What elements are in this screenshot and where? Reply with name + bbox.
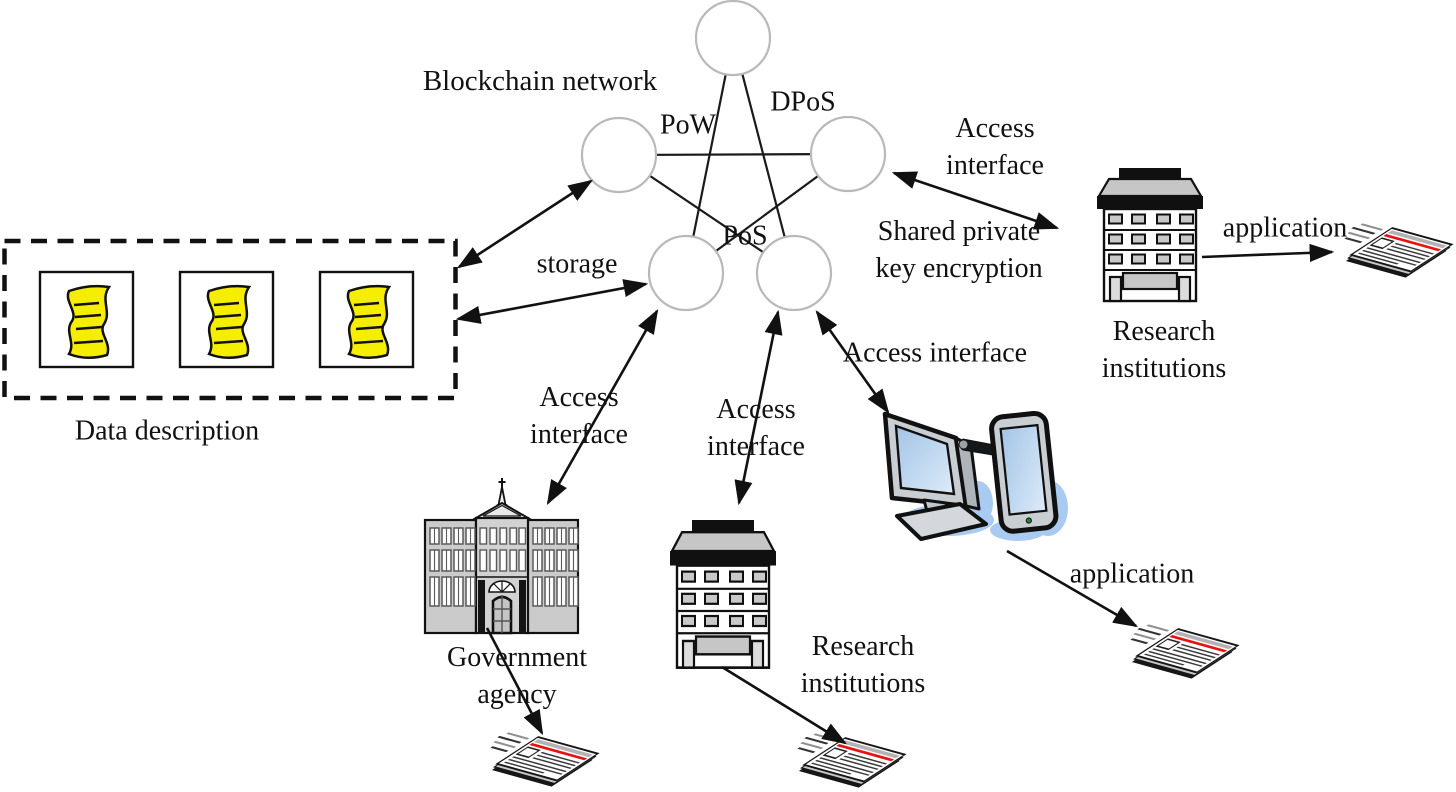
arrow-access-interface-government <box>546 308 659 506</box>
arrow-middle-application <box>721 665 847 745</box>
arrow-access-interface-devices <box>815 310 890 414</box>
data-scroll-icon <box>346 284 391 360</box>
data-block-1 <box>38 270 135 369</box>
data-scroll-icon <box>206 284 251 360</box>
arrow-box-network <box>457 179 593 269</box>
government-building-icon <box>423 478 580 635</box>
research-building-top-icon <box>1095 166 1205 303</box>
data-block-2 <box>178 270 275 369</box>
data-block-3 <box>318 270 415 369</box>
blockchain-network-star <box>580 0 887 312</box>
blockchain-node-storage <box>647 234 725 312</box>
user-devices-icon <box>882 410 1068 541</box>
arrow-access-interface-middle <box>734 309 783 506</box>
application-document-government-icon <box>459 727 603 789</box>
blockchain-node-pos <box>755 234 833 312</box>
research-building-middle-icon <box>668 518 778 669</box>
arrow-government-application <box>485 627 544 736</box>
data-description-box <box>2 238 458 401</box>
diagram-arrows <box>455 171 1335 745</box>
arrow-devices-application <box>1006 549 1139 628</box>
arrow-application-top <box>1201 243 1335 262</box>
arrow-access-interface-top <box>891 171 1060 230</box>
blockchain-node-dpos <box>809 115 887 193</box>
blockchain-node-pow <box>580 116 658 194</box>
blockchain-node <box>694 0 772 77</box>
application-document-top-icon <box>1313 218 1456 280</box>
data-scroll-icon <box>66 284 111 360</box>
application-document-devices-icon <box>1099 619 1243 681</box>
arrow-storage <box>455 279 649 324</box>
monitor-icon <box>882 411 988 541</box>
tablet-icon <box>989 410 1059 534</box>
